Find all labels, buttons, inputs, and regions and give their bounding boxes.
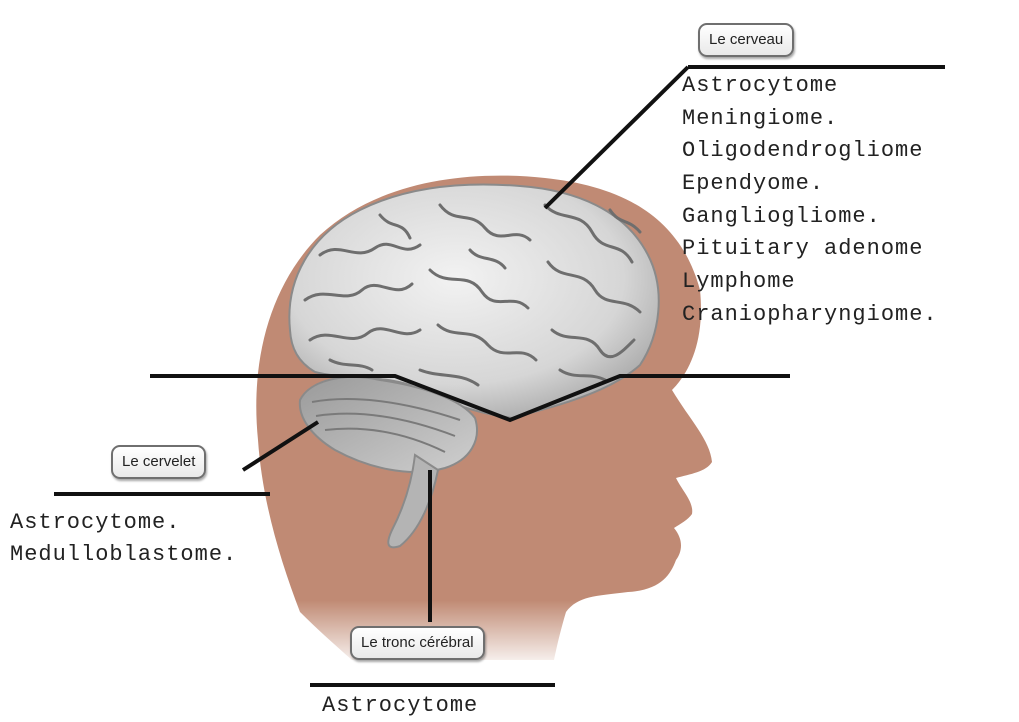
cervelet-tumor-list: Astrocytome. Medulloblastome. — [10, 507, 237, 571]
list-item: Lymphome — [682, 266, 938, 299]
list-item: Astrocytome. — [10, 507, 237, 539]
list-item: Pituitary adenome — [682, 233, 938, 266]
list-item: Craniopharyngiome. — [682, 299, 938, 332]
cerveau-pointer — [545, 67, 688, 208]
cerveau-tumor-list: Astrocytome Meningiome. Oligodendrogliom… — [682, 70, 938, 332]
tronc-tumor-list: Astrocytome — [322, 690, 478, 722]
cerveau-label: Le cerveau — [698, 23, 794, 57]
list-item: Ependyome. — [682, 168, 938, 201]
list-item: Gangliogliome. — [682, 201, 938, 234]
tronc-label: Le tronc cérébral — [350, 626, 485, 660]
cervelet-label: Le cervelet — [111, 445, 206, 479]
list-item: Meningiome. — [682, 103, 938, 136]
list-item: Medulloblastome. — [10, 539, 237, 571]
list-item: Astrocytome — [322, 690, 478, 722]
list-item: Oligodendrogliome — [682, 135, 938, 168]
list-item: Astrocytome — [682, 70, 938, 103]
